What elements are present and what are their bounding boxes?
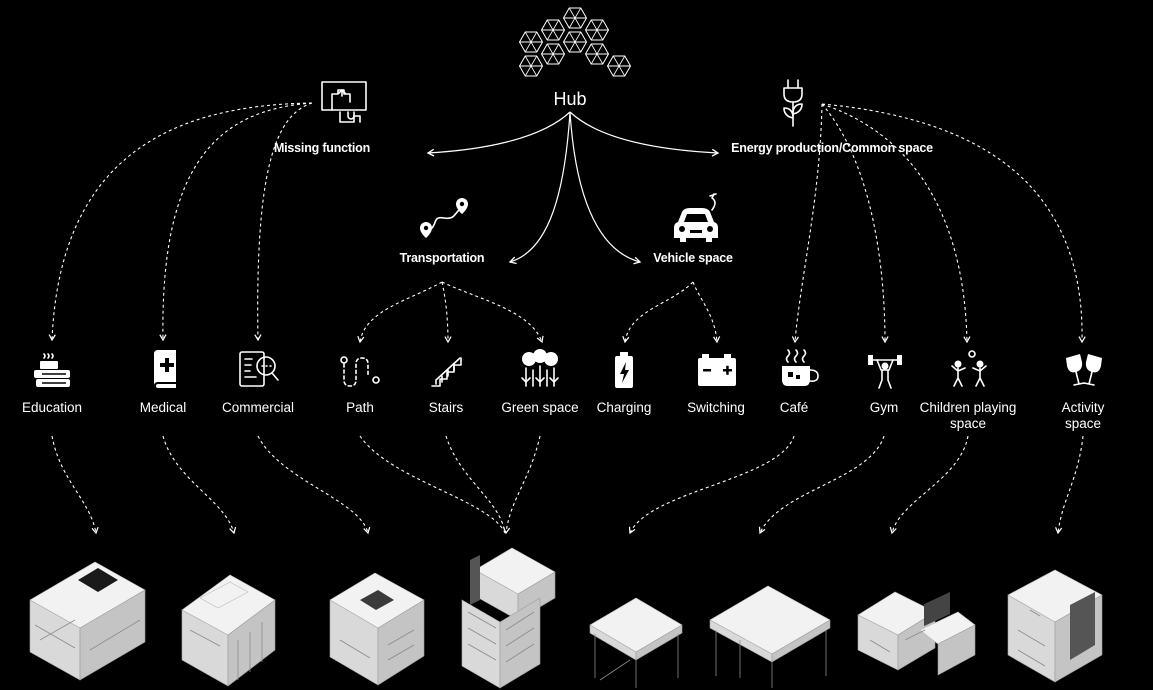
leaf-activity-line2: space	[1065, 416, 1101, 431]
link-stairs-building	[445, 435, 506, 534]
link-green-building	[503, 435, 541, 535]
hexagon-cell-line	[546, 19, 560, 41]
link-transport-path	[357, 281, 443, 344]
leaf-children-line1: Children playing	[920, 400, 1017, 415]
link-path-building	[359, 435, 506, 534]
link-transport-green	[441, 281, 544, 344]
hexagon-cell-line	[612, 55, 626, 77]
leaf-path: Path	[346, 400, 374, 415]
hub-links	[426, 111, 720, 265]
leaf-green-space: Green space	[501, 400, 578, 415]
link-children-building	[889, 435, 969, 535]
building-commercial	[329, 572, 425, 686]
leaf-stairs: Stairs	[429, 400, 464, 415]
battery-icon	[698, 354, 736, 386]
leaf-children-line2: space	[950, 416, 986, 431]
buildings	[29, 547, 1103, 689]
building-education	[29, 561, 146, 681]
puzzle-piece-icon	[321, 81, 367, 123]
hexagon-grid-icon	[518, 7, 632, 77]
leaf-commercial: Commercial	[222, 400, 294, 415]
search-document-icon	[239, 351, 279, 387]
battery-charging-icon	[615, 352, 633, 388]
link-hub-vehicle	[569, 111, 642, 265]
category-missing-function: Missing function	[274, 141, 370, 155]
building-links	[51, 435, 1084, 535]
hexagon-cell-line	[568, 7, 582, 29]
link-hub-transportation	[508, 111, 571, 265]
link-vehicle-switching	[692, 281, 721, 344]
hexagon-cell-line	[590, 43, 604, 65]
link-gym-building	[758, 435, 885, 535]
trees-icon	[521, 349, 559, 387]
link-energy-gym	[821, 103, 889, 344]
building-gym	[857, 591, 976, 676]
link-vehicle-charging	[622, 281, 694, 344]
building-switching	[709, 585, 831, 688]
category-links	[48, 102, 1086, 344]
weightlifter-icon	[868, 355, 902, 389]
category-vehicle: Vehicle space	[653, 251, 733, 265]
plug-plant-icon	[783, 79, 803, 127]
winding-path-icon	[340, 356, 380, 387]
coffee-cup-icon	[782, 349, 819, 386]
hexagon-cell-line	[590, 19, 604, 41]
building-charging	[589, 597, 683, 688]
category-transportation: Transportation	[400, 251, 485, 265]
link-energy-children	[821, 103, 971, 344]
leaf-education: Education	[22, 400, 82, 415]
link-missing-education	[48, 102, 313, 342]
link-education-building	[51, 435, 99, 535]
leaf-gym: Gym	[870, 400, 899, 415]
hexagon-cell-line	[524, 55, 538, 77]
electric-car-icon	[674, 193, 718, 242]
link-missing-medical	[159, 102, 313, 342]
link-hub-missing	[426, 111, 571, 157]
hub-title: Hub	[553, 89, 586, 109]
building-transportation	[461, 547, 556, 689]
link-energy-cafe	[791, 103, 823, 344]
building-activity	[1007, 569, 1103, 683]
link-medical-building	[162, 435, 237, 535]
link-hub-energy	[569, 111, 720, 157]
route-pin-icon	[420, 198, 468, 238]
leaf-charging: Charging	[597, 400, 652, 415]
book-cross-icon	[154, 350, 176, 388]
hexagon-cell-line	[524, 31, 538, 53]
leaf-switching: Switching	[687, 400, 745, 415]
link-commercial-building	[257, 435, 371, 535]
hexagon-cell-line	[546, 43, 560, 65]
children-playing-icon	[951, 350, 987, 387]
link-activity-building	[1055, 435, 1084, 535]
leaf-cafe: Café	[780, 400, 809, 415]
category-energy: Energy production/Common space	[731, 141, 933, 155]
link-energy-activity	[821, 103, 1086, 344]
stairs-icon	[431, 357, 462, 387]
wine-glasses-icon	[1066, 354, 1102, 386]
link-cafe-building	[628, 435, 795, 535]
leaf-labels: Education Medical Commercial Path Stairs…	[22, 400, 1105, 431]
hexagon-cell-line	[568, 31, 582, 53]
books-coffee-icon	[34, 353, 70, 387]
link-missing-commercial	[254, 102, 313, 342]
leaf-medical: Medical	[140, 400, 187, 415]
link-transport-stairs	[441, 281, 452, 344]
building-medical	[181, 574, 276, 687]
leaf-activity-line1: Activity	[1062, 400, 1105, 415]
